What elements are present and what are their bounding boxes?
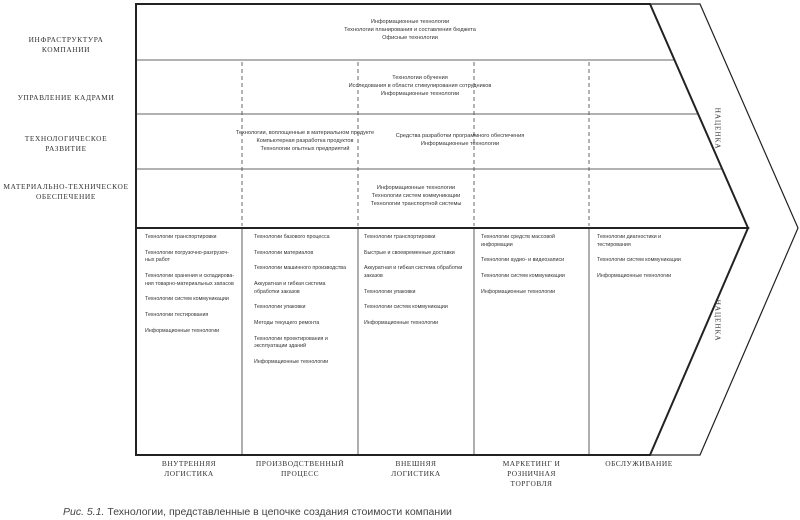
- column-label-outbound: ВНЕШНЯЯ ЛОГИСТИКА: [391, 459, 441, 478]
- row-label-procurement: МАТЕРИАЛЬНО-ТЕХНИЧЕСКОЕ ОБЕСПЕЧЕНИЕ: [3, 182, 129, 201]
- list-item: Технологии упаковки: [364, 288, 416, 295]
- column-label-service: ОБСЛУЖИВАНИЕ: [605, 459, 673, 468]
- list-item: Технологии транспортной системы: [370, 201, 462, 208]
- list-item: Технологии опытных предприятий: [260, 146, 350, 153]
- list-item: Технологии, воплощенные в материальном п…: [235, 130, 375, 136]
- list-item: Технологии систем коммуникации: [597, 257, 681, 264]
- list-item: Технологии базового процесса: [254, 234, 330, 240]
- column-marketing-sales: Технологии средств массовой информации Т…: [481, 234, 585, 304]
- column-operations: Технологии базового процесса Технологии …: [254, 234, 356, 375]
- list-item: Технологии систем коммуникации: [371, 193, 461, 200]
- list-item: Технологии машинного производства: [254, 265, 347, 272]
- list-item: Исследования в области стимулирования со…: [348, 83, 492, 90]
- figure-number: Рис. 5.1.: [63, 506, 105, 518]
- tech-development-items-left: Технологии, воплощенные в материальном п…: [225, 129, 385, 153]
- figure-caption: Рис. 5.1. Технологии, представленные в ц…: [63, 506, 452, 518]
- row-label-hr: УПРАВЛЕНИЕ КАДРАМИ: [17, 93, 115, 102]
- hr-items: Технологии обучения Исследования в облас…: [340, 74, 500, 98]
- list-item: Технологии транспортировки: [364, 234, 436, 240]
- list-item: Информационные технологии: [145, 327, 220, 334]
- list-item: Технологии систем коммуникации: [364, 304, 448, 311]
- list-item: Информационные технологии: [597, 273, 672, 280]
- list-item: Технологии упаковки: [254, 304, 306, 311]
- list-item: Технологии транспортировки: [145, 234, 217, 240]
- list-item: Технологии аудио- и видеозаписи: [481, 257, 565, 264]
- list-item: Технологии средств массовой информации: [481, 234, 556, 248]
- margin-label-top: НАЦЕНКА: [713, 107, 723, 150]
- procurement-items: Информационные технологии Технологии сис…: [336, 184, 496, 208]
- list-item: Технологии обучения: [392, 75, 448, 81]
- list-item: Методы текущего ремонта: [254, 320, 320, 327]
- list-item: Аккуратная и гибкая система обработки за…: [364, 265, 463, 280]
- list-item: Офисные технологии: [382, 35, 438, 42]
- column-service: Технологии диагностики и тестирования Те…: [597, 234, 693, 289]
- list-item: Компьютерная разработка продуктов: [256, 138, 354, 145]
- figure-caption-text: Технологии, представленные в цепочке соз…: [104, 506, 452, 518]
- infrastructure-items: Информационные технологии Технологии пла…: [330, 18, 490, 42]
- list-item: Технологии систем коммуникации: [145, 296, 229, 303]
- list-item: Информационные технологии: [420, 141, 500, 148]
- list-item: Информационные технологии: [364, 320, 439, 327]
- row-label-infrastructure: ИНФРАСТРУКТУРА КОМПАНИИ: [28, 35, 104, 54]
- margin-chevron: [650, 3, 799, 456]
- list-item: Информационные технологии: [376, 185, 456, 191]
- column-outbound-logistics: Технологии транспортировки Быстрые и сво…: [364, 234, 472, 336]
- list-item: Средства разработки программного обеспеч…: [395, 133, 525, 139]
- list-item: Технологии тестирования: [145, 312, 209, 319]
- list-item: Аккуратная и гибкая система обработки за…: [254, 281, 326, 295]
- list-item: Информационные технологии: [380, 91, 460, 98]
- list-item: Технологии хранения и складирова- ния то…: [145, 273, 235, 287]
- list-item: Технологии систем коммуникации: [481, 273, 565, 280]
- column-label-marketing: МАРКЕТИНГ И РОЗНИЧНАЯ ТОРГОВЛЯ: [502, 459, 561, 488]
- column-inbound-logistics: Технологии транспортировки Технологии по…: [145, 234, 240, 343]
- list-item: Технологии материалов: [254, 249, 314, 256]
- list-item: Технологии погрузочно-разгрузоч- ных раб…: [145, 249, 229, 264]
- list-item: Технологии планирования и составления бю…: [344, 27, 476, 34]
- margin-label-bottom: НАЦЕНКА: [713, 299, 723, 342]
- column-label-inbound: ВНУТРЕННЯЯ ЛОГИСТИКА: [161, 459, 217, 478]
- list-item: Информационные технологии: [370, 19, 450, 25]
- list-item: Быстрые и своевременные доставки: [364, 249, 455, 256]
- tech-development-items-right: Средства разработки программного обеспеч…: [380, 132, 540, 148]
- list-item: Технологии диагностики и тестирования: [597, 234, 662, 248]
- list-item: Информационные технологии: [481, 288, 556, 295]
- list-item: Информационные технологии: [254, 359, 329, 366]
- column-label-operations: ПРОИЗВОДСТВЕННЫЙ ПРОЦЕСС: [255, 459, 345, 478]
- list-item: Технологии проектирования и эксплуатации…: [254, 335, 328, 350]
- row-label-tech-development: ТЕХНОЛОГИЧЕСКОЕ РАЗВИТИЕ: [24, 134, 108, 153]
